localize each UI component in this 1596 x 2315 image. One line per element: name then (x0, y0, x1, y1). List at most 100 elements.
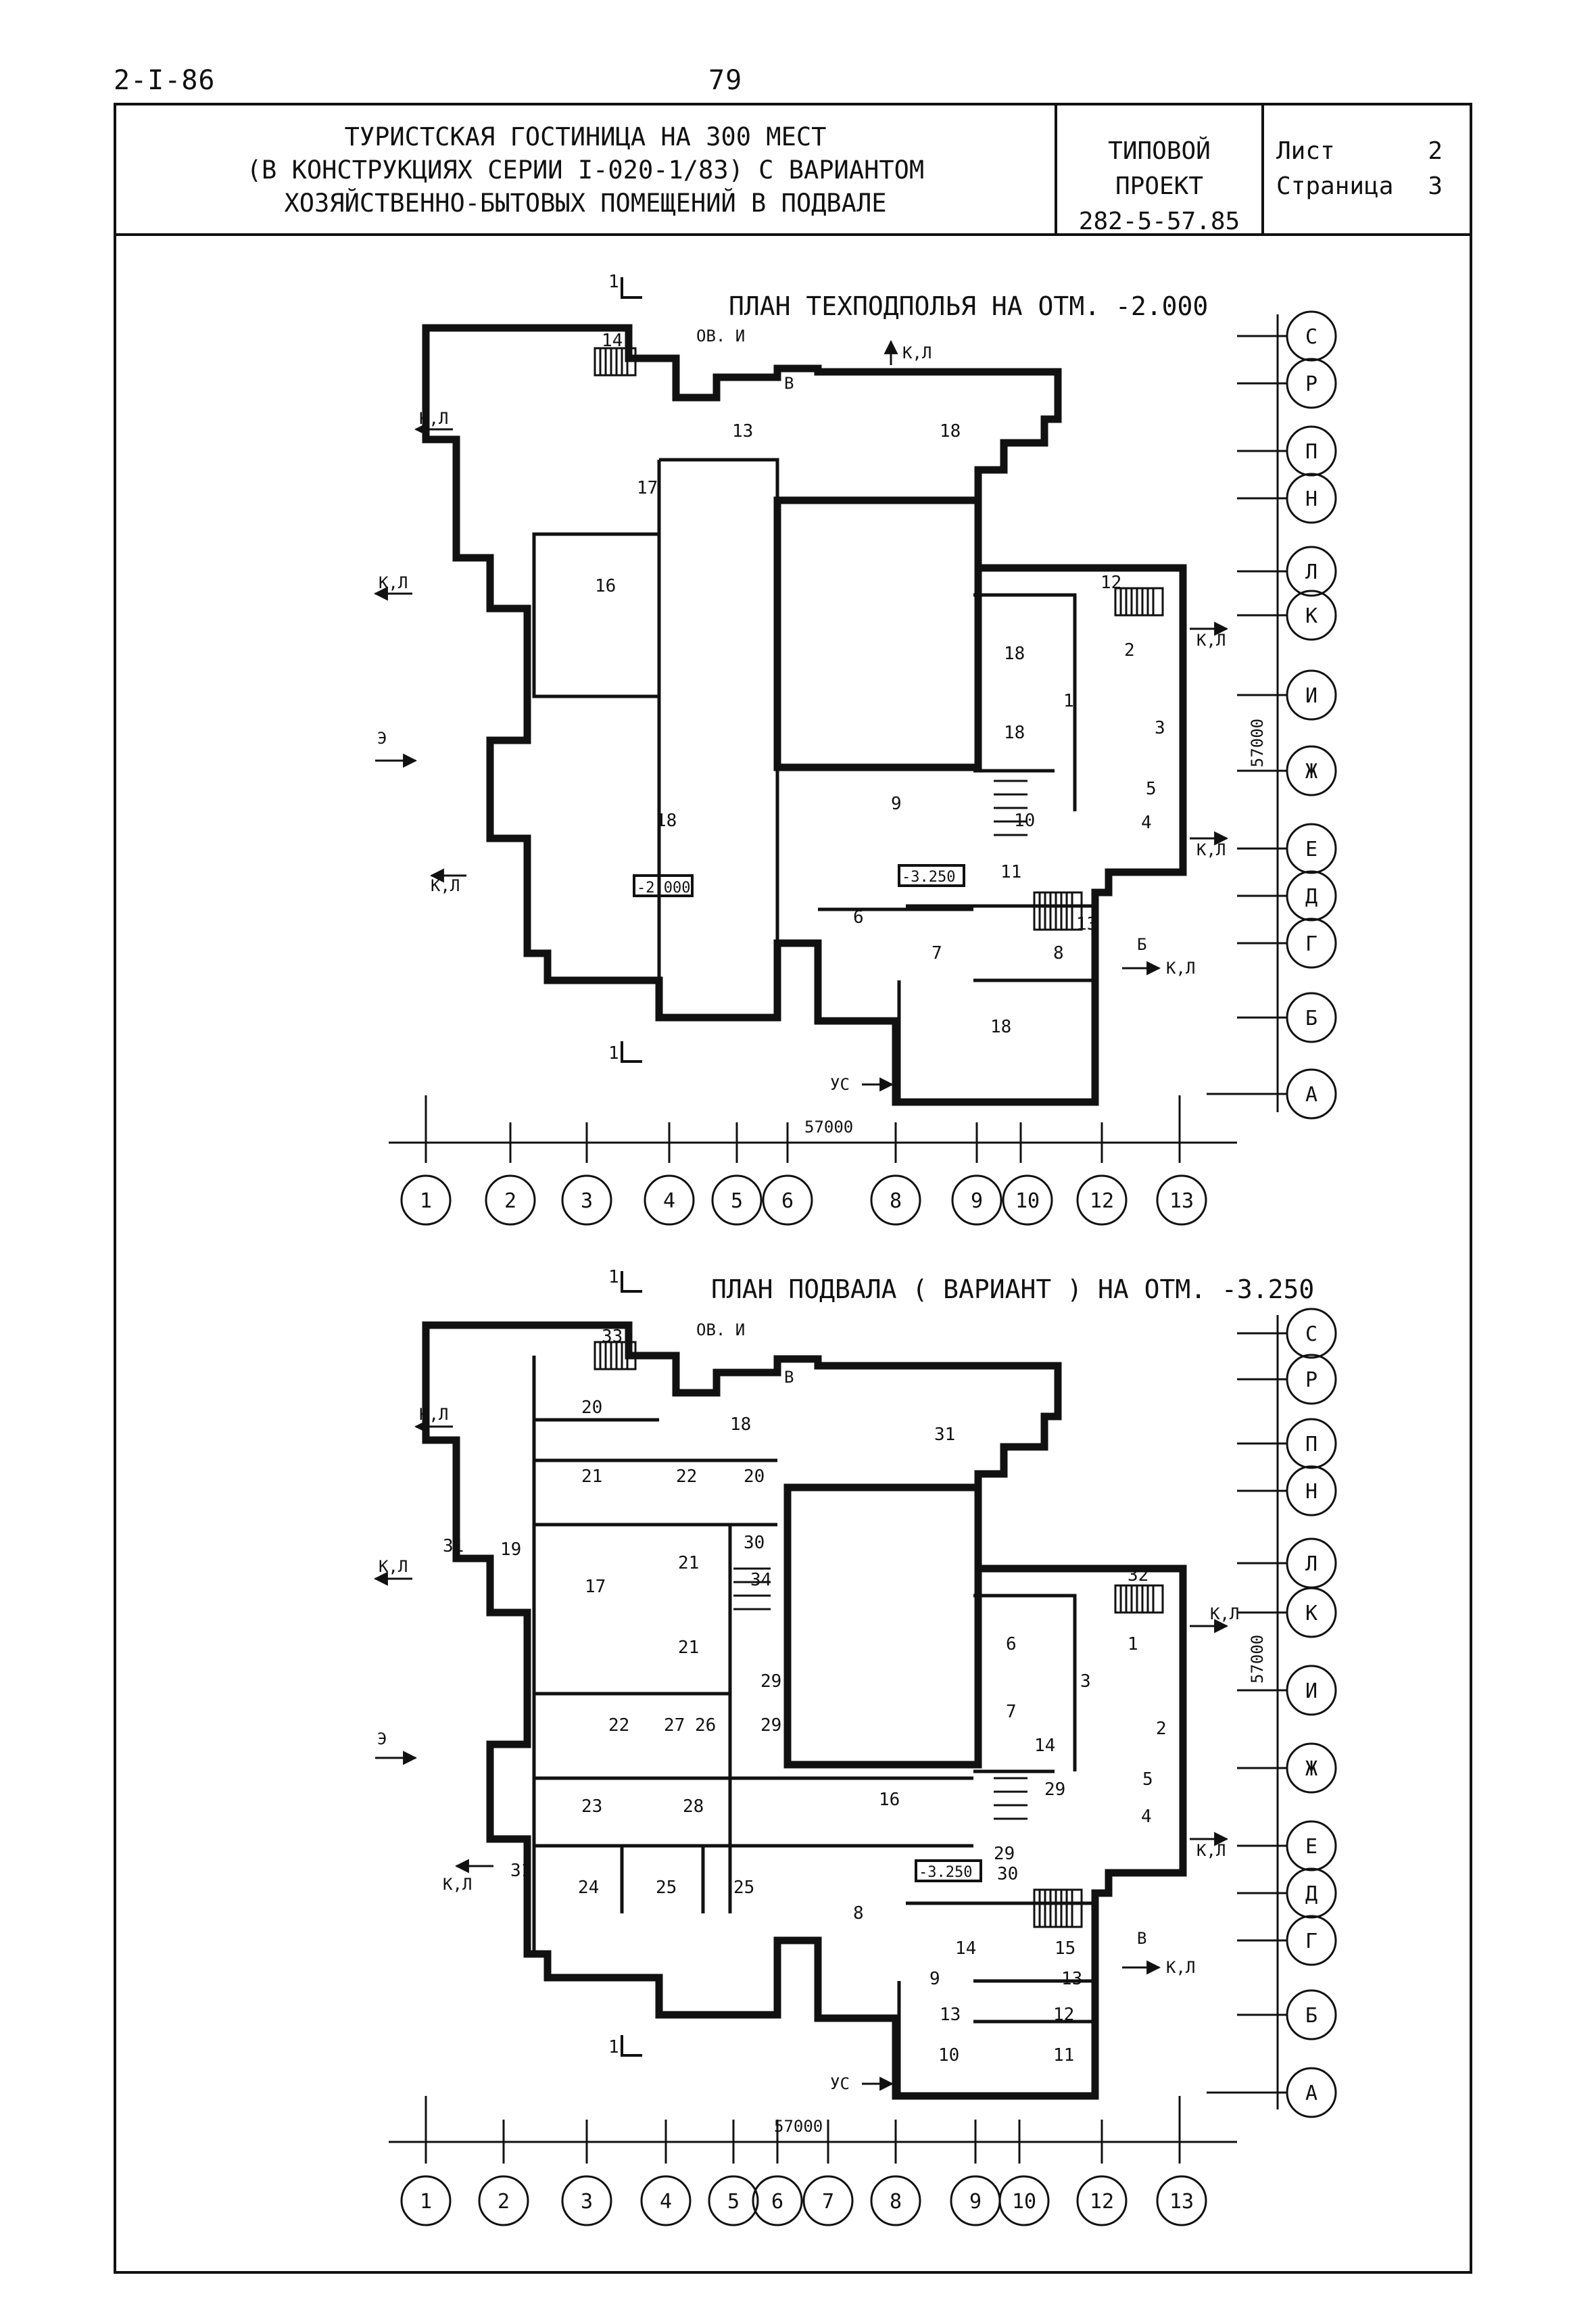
title-line: ХОЗЯЙСТВЕННО-БЫТОВЫХ ПОМЕЩЕНИЙ В ПОДВАЛЕ (284, 189, 887, 218)
drawing-frame (114, 233, 1472, 2274)
room-number: 22 (608, 1715, 629, 1736)
section-marks: 1 1 (608, 1267, 642, 2057)
room-number: 11 (1000, 862, 1021, 882)
axis-label: 5 (731, 1189, 743, 1213)
room-number: 7 (932, 943, 942, 963)
room-number: 21 (678, 1638, 699, 1658)
room-number: 1 (1128, 1634, 1138, 1654)
room-number: 29 (1044, 1780, 1065, 1800)
courtyard-wall (773, 496, 982, 771)
room-number: 32 (1128, 1565, 1148, 1585)
axis-label: Р (1305, 1368, 1317, 1392)
axis-label: 9 (971, 1189, 983, 1213)
entrance-label: К,Л (1166, 1958, 1195, 1977)
sheet-value: 2 (1428, 137, 1443, 165)
outer-wall (422, 1321, 1187, 2100)
axis-label: 10 (1015, 1189, 1040, 1213)
dimension-label: 57000 (1248, 1635, 1267, 1684)
axis-label: 5 (727, 2190, 740, 2214)
room-number: 13 (1076, 914, 1097, 934)
room-number: 6 (1006, 1634, 1017, 1654)
room-number: 21 (581, 1466, 602, 1487)
entrance-labels: К,Л К,Л Э К,Л К,Л К,Л К,Л ОВ. И В В УС (373, 1320, 1239, 2093)
room-number: 10 (938, 2045, 959, 2066)
room-number: 7 (1006, 1702, 1017, 1722)
axis-label: 12 (1090, 2190, 1114, 2214)
room-number: 17 (637, 478, 658, 498)
room-number: 13 (732, 421, 753, 441)
room-number: 22 (676, 1466, 697, 1487)
axis-label: А (1305, 2082, 1317, 2105)
room-number: 26 (695, 1715, 716, 1736)
stairs (594, 347, 1164, 931)
room-number: 20 (744, 1466, 765, 1487)
room-number: 23 (581, 1796, 602, 1817)
entrance-label: Б (1137, 935, 1146, 954)
room-number: 24 (578, 1878, 599, 1898)
axis-label: Ж (1305, 760, 1317, 784)
entrance-label: К,Л (1196, 631, 1226, 650)
axis-label: А (1305, 1083, 1317, 1107)
section-mark: 1 (608, 1043, 619, 1064)
entrance-label: К,Л (431, 876, 460, 895)
axis-label: 1 (420, 1189, 432, 1213)
project-number: 282-5-57.85 (1078, 208, 1240, 235)
page-number: 79 (708, 65, 743, 96)
room-labels: 14 13 18 17 16 18 18 18 1 2 3 5 4 12 9 1… (595, 331, 1165, 1037)
document-code: 2-I-86 (114, 65, 216, 96)
axis-label: 4 (663, 1189, 675, 1213)
entrance-label: УС (830, 1075, 850, 1094)
room-number: 33 (602, 1327, 623, 1347)
room-number: 18 (730, 1414, 751, 1435)
axis-label: И (1305, 684, 1317, 708)
section-mark: 1 (608, 272, 619, 292)
room-labels: 33 20 18 31 21 22 20 31 19 17 21 30 34 2… (443, 1327, 1167, 2066)
axis-label: К (1305, 1602, 1317, 1625)
axis-label: Ж (1305, 1757, 1317, 1781)
entrance-label: ОВ. И (696, 327, 745, 345)
room-number: 14 (955, 1938, 976, 1959)
room-number: 3 (1080, 1671, 1091, 1692)
axis-label: Д (1305, 1882, 1317, 1906)
room-number: 12 (1101, 573, 1121, 593)
axis-label: И (1305, 1679, 1317, 1703)
plan-title: ПЛАН ТЕХПОДПОЛЬЯ НА ОТМ. -2.000 (729, 291, 1208, 321)
entrance-label: Э (377, 1729, 387, 1748)
title-block: ТУРИСТСКАЯ ГОСТИНИЦА НА 300 МЕСТ (В КОНС… (114, 103, 1472, 236)
page-label: Страница (1276, 172, 1394, 200)
room-number: 2 (1156, 1719, 1167, 1739)
entrance-labels: К,Л К,Л Э К,Л К,Л К,Л К,Л К,Л ОВ. И В Б … (373, 327, 1229, 1094)
room-number: 4 (1141, 1807, 1152, 1827)
axis-label: 2 (498, 2190, 510, 2214)
section-mark: 1 (608, 1267, 619, 1287)
entrance-label: К,Л (419, 409, 448, 428)
room-number: 31 (443, 1536, 464, 1556)
elevation-label: -2,000 (637, 880, 690, 897)
elevation-box (915, 1859, 982, 1882)
room-number: 16 (595, 576, 616, 596)
entrance-label: К,Л (379, 573, 408, 592)
room-number: 1 (1063, 691, 1074, 711)
room-number: 20 (581, 1398, 602, 1418)
room-number: 31 (510, 1861, 531, 1881)
title-main: ТУРИСТСКАЯ ГОСТИНИЦА НА 300 МЕСТ (В КОНС… (116, 120, 1055, 220)
room-number: 2 (1124, 640, 1135, 661)
axis-label: 8 (890, 1189, 902, 1213)
sheet-block: Лист 2 Страница 3 (1276, 134, 1459, 204)
plan-title: ПЛАН ПОДВАЛА ( ВАРИАНТ ) НА ОТМ. -3.250 (711, 1274, 1314, 1304)
inner-wall (532, 1356, 1095, 2096)
room-number: 30 (997, 1864, 1018, 1884)
room-number: 18 (656, 811, 677, 831)
axis-label: Г (1305, 932, 1317, 956)
room-number: 9 (891, 794, 902, 814)
axis-label: 3 (581, 1189, 593, 1213)
axis-label: Л (1305, 1552, 1317, 1576)
entrance-label: Э (377, 729, 387, 748)
room-number: 9 (929, 1969, 940, 1989)
axis-label: 8 (890, 2190, 902, 2214)
room-number: 14 (1034, 1736, 1055, 1756)
axis-label: 6 (781, 1189, 794, 1213)
entrance-label: В (1137, 1929, 1146, 1948)
plan-basement-variant: ПЛАН ПОДВАЛА ( ВАРИАНТ ) НА ОТМ. -3.250 … (373, 1267, 1337, 2226)
entrance-label: К,Л (379, 1557, 408, 1576)
